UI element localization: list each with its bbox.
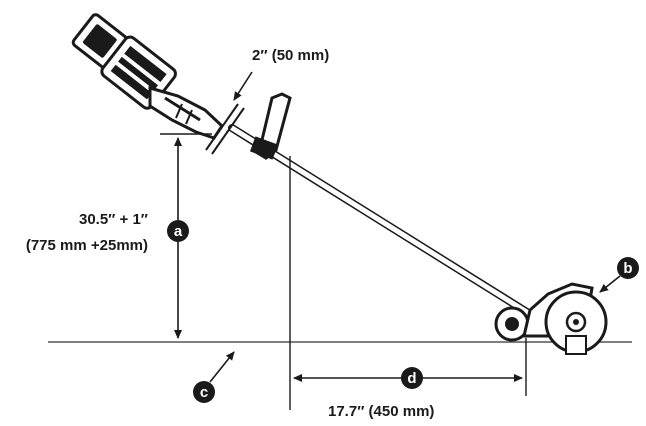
callout-c: c [193, 381, 215, 403]
callout-a-letter: a [174, 223, 183, 240]
callout-b-letter: b [623, 260, 632, 277]
battery-pack [71, 13, 177, 110]
clearance-label: 2″ (50 mm) [252, 47, 329, 64]
rear-handle [148, 86, 224, 140]
distance-label: 17.7″ (450 mm) [328, 403, 434, 420]
callout-c-letter: c [200, 384, 208, 401]
callout-d-letter: d [407, 370, 416, 387]
edger-tool-illustration [71, 13, 608, 355]
callout-d: d [401, 367, 423, 389]
callout-b: b [617, 257, 639, 279]
height-imperial-label: 30.5″ + 1″ [79, 211, 148, 228]
front-handle [249, 92, 292, 160]
clearance-pointer [233, 71, 253, 101]
blade-pointer [599, 275, 621, 293]
ground-pointer [209, 351, 235, 383]
height-metric-label: (775 mm +25mm) [26, 237, 148, 254]
clearance-marker [205, 103, 239, 151]
callout-a: a [167, 220, 189, 242]
